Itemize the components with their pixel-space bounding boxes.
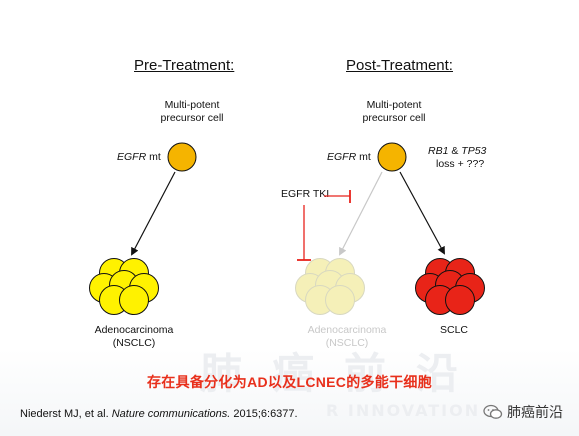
sclc-label: SCLC — [440, 324, 469, 336]
wechat-icon — [483, 404, 503, 419]
cluster-cell — [119, 285, 149, 315]
citation: Niederst MJ, et al. Nature communication… — [20, 408, 298, 420]
adeno-cluster-pre — [89, 258, 159, 315]
egfr-mt-label-pre: EGFR mt — [117, 151, 161, 164]
adeno-label-post: Adenocarcinoma (NSCLC) — [307, 324, 387, 349]
adeno-label-pre: Adenocarcinoma (NSCLC) — [94, 324, 174, 349]
cluster-cell — [325, 285, 355, 315]
precursor-cell-post — [377, 142, 407, 172]
egfr-mutation-suffix-post: mt — [356, 151, 371, 163]
brand-badge: 肺癌前沿 — [483, 402, 563, 422]
egfr-tki-label: EGFR TKI — [281, 188, 330, 200]
citation-details: 2015;6:6377. — [230, 408, 298, 420]
cluster-cell — [445, 285, 475, 315]
citation-authors: Niederst MJ, et al. — [20, 408, 112, 420]
egfr-gene-name-post: EGFR — [327, 151, 357, 163]
background-watermark-text: R INNOVATION — [326, 401, 481, 420]
citation-journal: Nature communications. — [111, 408, 231, 420]
ampersand: & — [448, 145, 462, 157]
post-treatment-heading: Post-Treatment: — [346, 57, 453, 74]
pre-treatment-heading: Pre-Treatment: — [134, 57, 235, 74]
caption: 存在具备分化为AD以及LCNEC的多能干细胞 — [146, 374, 433, 390]
precursor-label-pre: Multi-potent precursor cell — [160, 99, 224, 124]
brand-name: 肺癌前沿 — [507, 404, 563, 420]
precursor-label-post: Multi-potent precursor cell — [362, 99, 426, 124]
sclc-cluster — [415, 258, 485, 315]
tp53-gene-name: TP53 — [461, 145, 487, 157]
egfr-mutation-suffix: mt — [146, 151, 161, 163]
background-watermark: 肺癌前沿 — [200, 349, 489, 398]
rb1-gene-name: RB1 — [428, 145, 449, 157]
egfr-gene-name: EGFR — [117, 151, 147, 163]
precursor-cell-pre — [167, 142, 197, 172]
arrow-to-adeno-pre — [131, 171, 176, 256]
egfr-mt-label-post: EGFR mt — [327, 151, 371, 164]
inhibition-marks — [297, 190, 351, 261]
loss-label: loss + ??? — [436, 158, 485, 170]
arrow-to-adeno-post — [339, 171, 383, 256]
arrow-to-sclc — [399, 171, 445, 255]
adeno-cluster-post — [295, 258, 365, 315]
